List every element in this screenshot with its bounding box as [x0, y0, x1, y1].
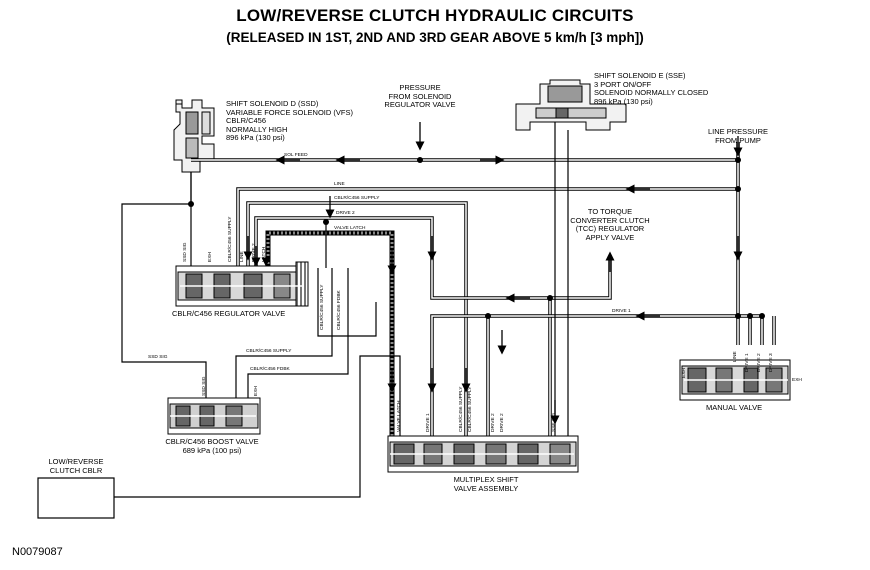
tcc-label-line: CONVERTER CLUTCH	[570, 215, 650, 225]
line-label-boost-fdbk: CBLR/C456 FDBK	[250, 367, 290, 372]
pressure-label-line: REGULATOR VALVE	[384, 100, 456, 109]
port-reg-ssd-sig: SSD SIG	[183, 242, 188, 262]
port-mux-supply2: CBLR/C456 SUPPLY	[468, 386, 473, 432]
tcc-label-line: APPLY VALVE	[585, 232, 635, 242]
line-label-boost-supply: CBLR/C456 SUPPLY	[246, 349, 292, 354]
sse-label-line: SOLENOID NORMALLY CLOSED	[594, 88, 709, 97]
port-mux-drive2a: DRIVE 2	[491, 413, 496, 432]
sse-label: SHIFT SOLENOID E (SSE) 3 PORT ON/OFF SOL…	[594, 71, 709, 106]
port-reg-fdbk: CBLR/C456 FDBK	[337, 290, 342, 330]
line-label-valve-latch: VALVE LATCH	[334, 226, 366, 231]
port-mux-latch: VALVE LATCH	[397, 400, 402, 432]
port-mv-drive1: DRIVE 1	[745, 353, 750, 372]
port-reg-latch: LATCH	[262, 246, 267, 262]
line-pressure-label: LINE PRESSURE FROM PUMP	[696, 127, 780, 145]
multiplex-label: MULTIPLEX SHIFT VALVE ASSEMBLY	[436, 475, 536, 493]
pressure-label-line: FROM SOLENOID	[388, 91, 452, 101]
line-label-ssd-sig: SSD SIG	[148, 355, 168, 360]
clutch-label-line: LOW/REVERSE	[48, 457, 104, 466]
port-boost-exh: EXH	[254, 386, 259, 396]
boost-valve	[167, 397, 261, 435]
sse-label-line: SHIFT SOLENOID E (SSE)	[594, 71, 686, 80]
port-reg-exh: EXH	[208, 252, 213, 262]
figure-id: N0079087	[12, 546, 63, 558]
clutch-label-line: CLUTCH CBLR	[49, 465, 103, 475]
tcc-label: TO TORQUE CONVERTER CLUTCH (TCC) REGULAT…	[562, 207, 658, 242]
sse-label-line: 3 PORT ON/OFF	[594, 79, 652, 89]
port-mux-drive2b: DRIVE 2	[500, 413, 505, 432]
port-mux-drive1: DRIVE 1	[426, 413, 431, 432]
sse-solenoid	[515, 79, 627, 131]
junction-dots	[188, 157, 765, 319]
port-reg-line: LINE	[240, 251, 245, 262]
diagram-subtitle: (RELEASED IN 1ST, 2ND AND 3RD GEAR ABOVE…	[226, 30, 644, 45]
line-pressure-label-line: LINE PRESSURE	[707, 127, 769, 136]
ssd-label-line: SHIFT SOLENOID D (SSD)	[226, 99, 319, 108]
pressure-regulator-label: PRESSURE FROM SOLENOID REGULATOR VALVE	[378, 83, 462, 110]
clutch-box	[37, 477, 115, 519]
ssd-label: SHIFT SOLENOID D (SSD) VARIABLE FORCE SO…	[226, 99, 353, 143]
port-mv-line: LINE	[733, 351, 738, 362]
port-mv-drive3: DRIVE 3	[769, 353, 774, 372]
ssd-label-line: NORMALLY HIGH	[226, 124, 288, 134]
port-boost-ssd: SSD SIG	[202, 376, 207, 396]
flow-arrows	[243, 122, 743, 425]
line-label-drive2: DRIVE 2	[336, 211, 355, 216]
port-mux-supply1: CBLR/C456 SUPPLY	[459, 386, 464, 432]
ssd-solenoid	[173, 99, 215, 173]
port-mv-exh-right: EXH	[792, 378, 802, 383]
multiplex-label-line: MULTIPLEX SHIFT	[453, 475, 519, 484]
line-pressure-label-line: FROM PUMP	[715, 135, 761, 145]
line-label-line: LINE	[334, 182, 345, 187]
manual-valve-label: MANUAL VALVE	[706, 403, 763, 412]
boost-valve-label: CBLR/C456 BOOST VALVE 689 kPa (100 psi)	[150, 437, 274, 455]
port-mv-exh-left: EXH	[682, 368, 687, 378]
sse-label-line: 896 kPa (130 psi)	[594, 96, 653, 106]
line-label-drive1: DRIVE 1	[612, 309, 631, 314]
ssd-label-line: VARIABLE FORCE SOLENOID (VFS)	[226, 107, 353, 117]
tcc-label-line: TO TORQUE	[587, 207, 633, 216]
boost-label-line: CBLR/C456 BOOST VALVE	[165, 437, 259, 446]
manual-valve-body	[679, 359, 791, 401]
regulator-valve	[175, 261, 309, 307]
port-mv-drive2: DRIVE 2	[757, 353, 762, 372]
ssd-label-line: CBLR/C456	[226, 116, 267, 125]
diagram-title: LOW/REVERSE CLUTCH HYDRAULIC CIRCUITS	[236, 6, 634, 25]
line-label-cblr-supply: CBLR/C456 SUPPLY	[334, 196, 380, 201]
port-reg-supply-top: CBLR/C456 SUPPLY	[228, 216, 233, 262]
multiplex-valve	[387, 435, 579, 473]
port-reg-supply-out: CBLR/C456 SUPPLY	[320, 284, 325, 330]
clutch-label: LOW/REVERSE CLUTCH CBLR	[30, 457, 122, 475]
port-reg-drive2: DRIVE 2	[252, 243, 257, 262]
regulator-valve-label: CBLR/C456 REGULATOR VALVE	[172, 309, 286, 318]
pressure-label-line: PRESSURE	[399, 83, 441, 92]
port-mux-sse: SSE SIG	[552, 412, 557, 432]
boost-label-line: 689 kPa (100 psi)	[182, 445, 242, 455]
tcc-label-line: (TCC) REGULATOR	[575, 224, 645, 233]
line-label-sol-feed: SOL FEED	[284, 153, 308, 158]
ssd-label-line: 896 kPa (130 psi)	[226, 133, 285, 142]
multiplex-label-line: VALVE ASSEMBLY	[453, 483, 519, 493]
